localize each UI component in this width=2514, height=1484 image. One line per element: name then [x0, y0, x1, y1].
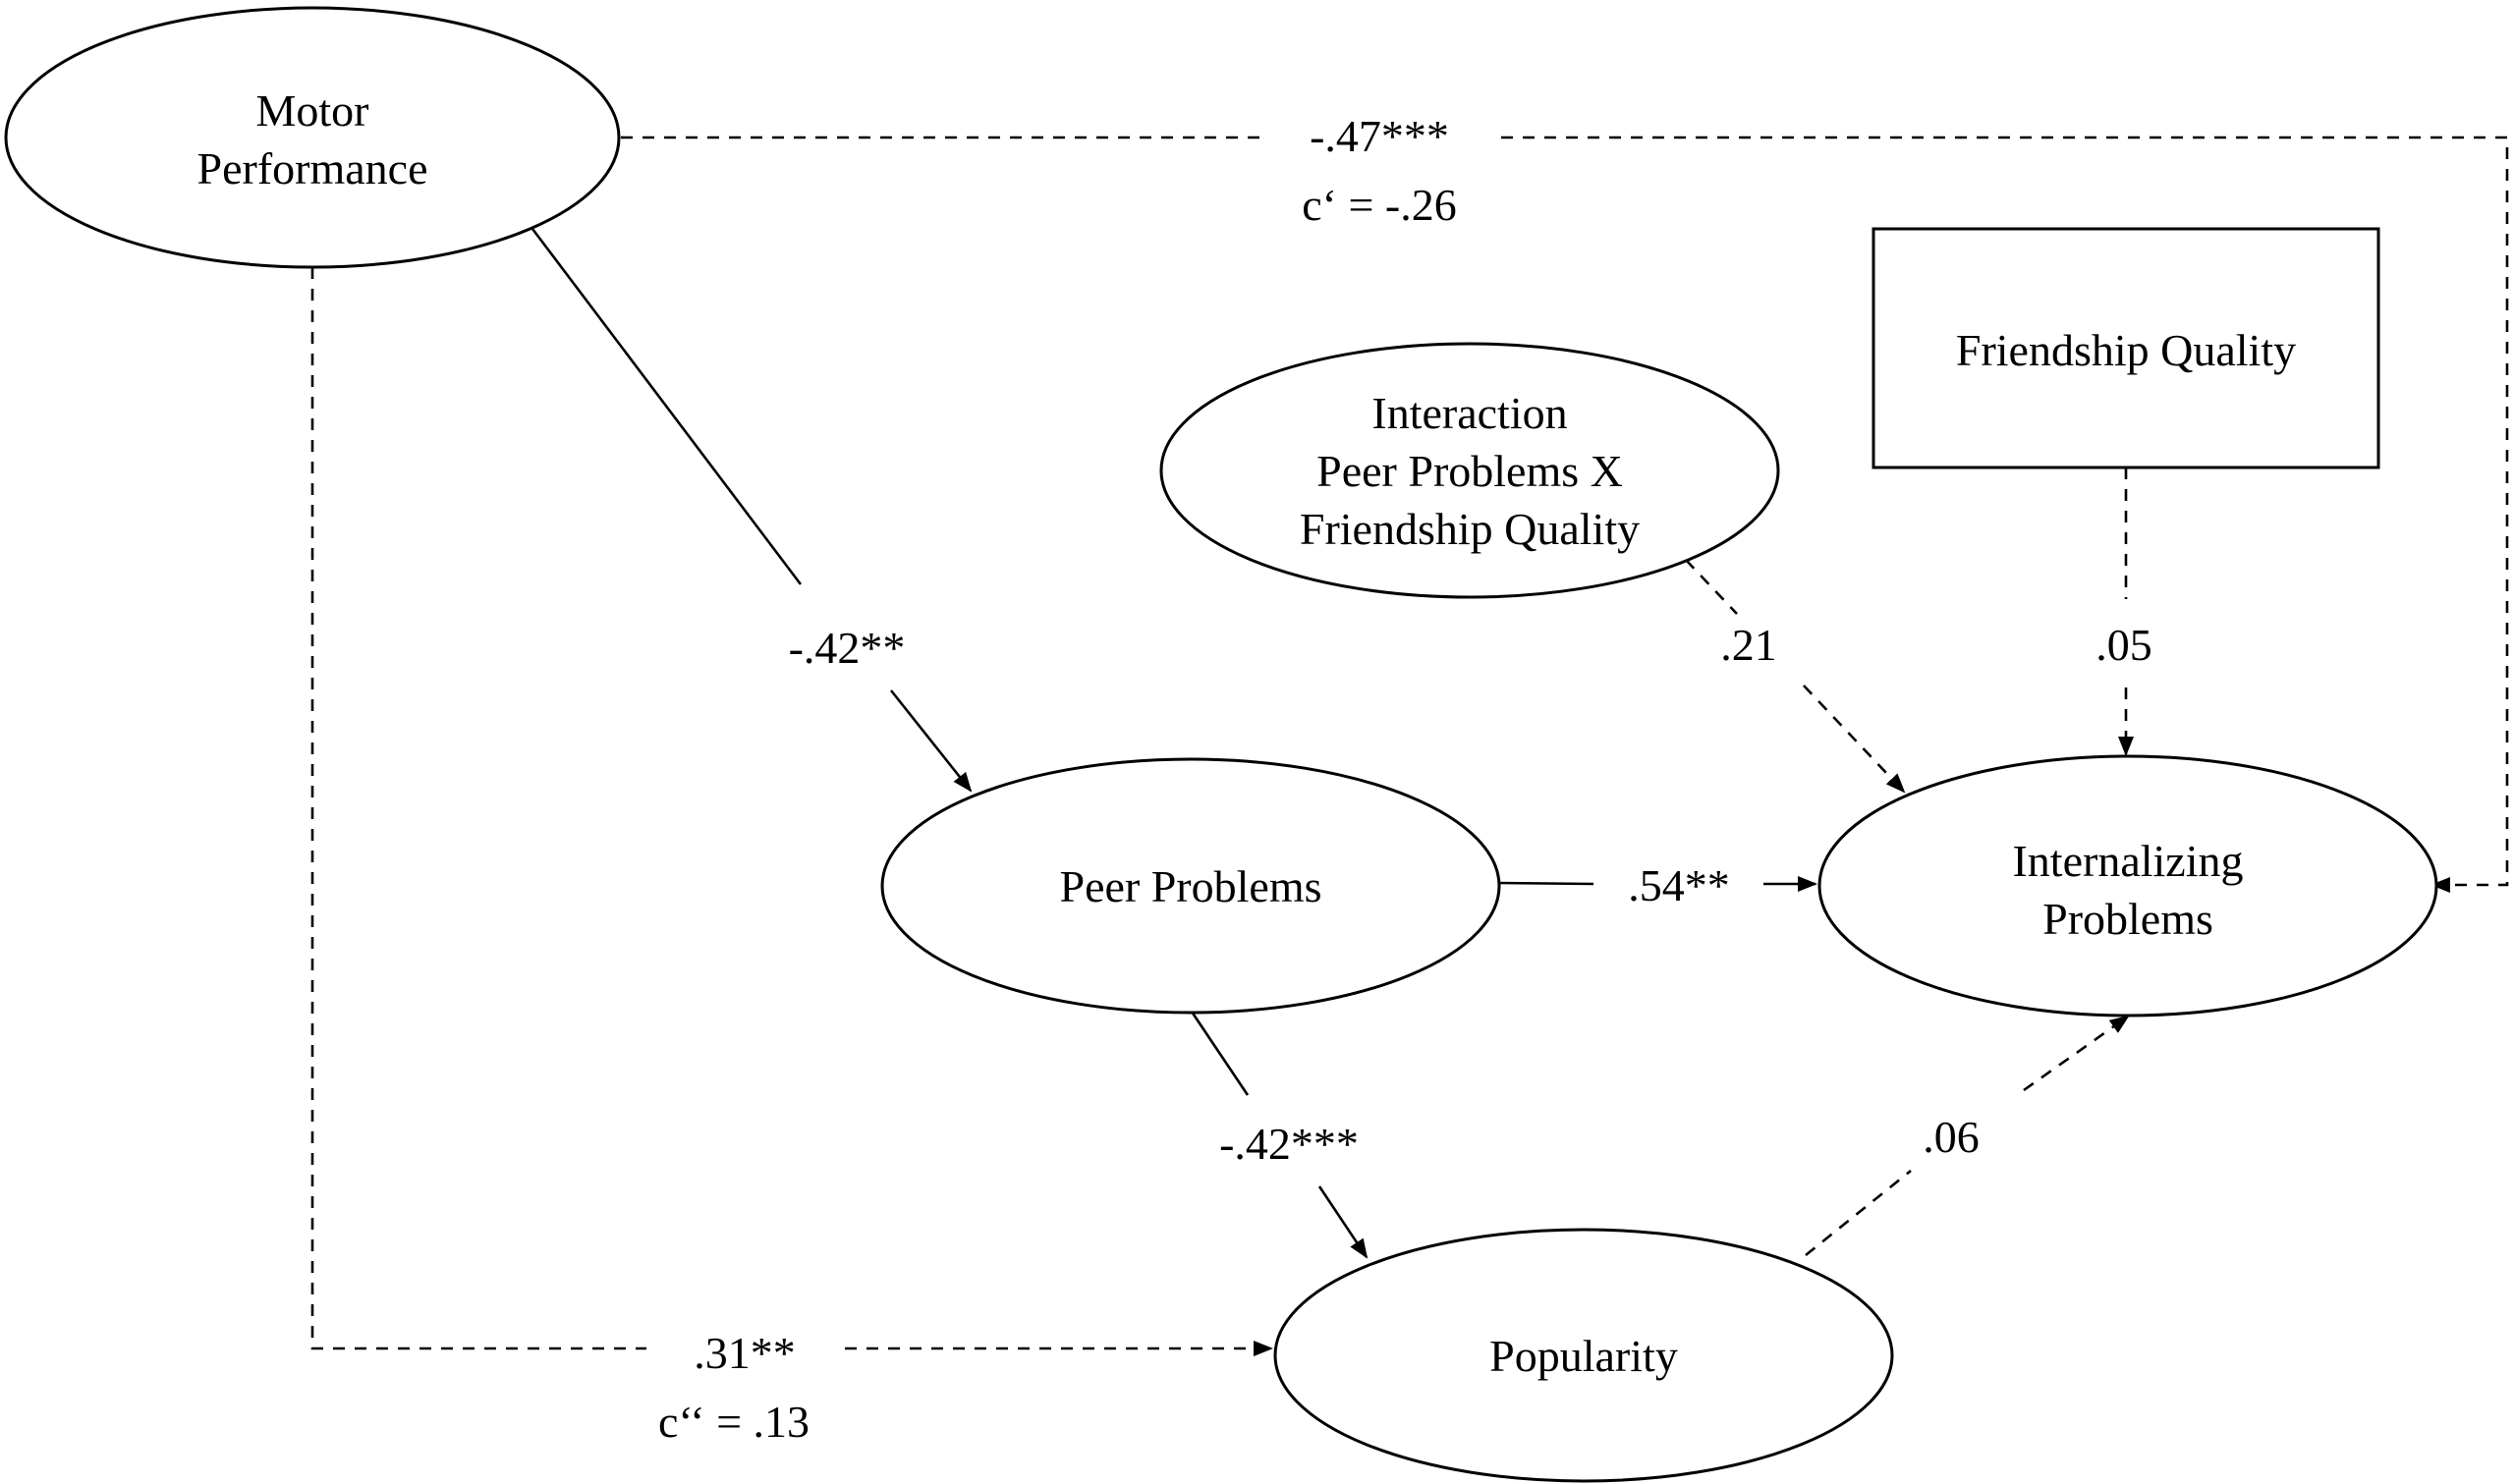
node-friendship-quality-shape [1872, 227, 2380, 469]
node-popularity-line-1: Popularity [1489, 1331, 1678, 1381]
node-interaction-line-2: Peer Problems X [1316, 446, 1623, 496]
coef-motor-popularity: .31** [694, 1328, 796, 1378]
node-peer-problems-line-1: Peer Problems [1059, 861, 1321, 911]
edge-friendship-to-internalizing: .05 [2095, 467, 2152, 756]
node-peer-problems: Peer Problems [880, 757, 1501, 1015]
edge-motor-popularity-segment-a [310, 267, 646, 1350]
node-internalizing-problems-line-2: Problems [2042, 894, 2213, 944]
node-interaction: Interaction Peer Problems X Friendship Q… [1159, 342, 1780, 599]
edge-peer-internalizing-segment-a [1496, 881, 1594, 886]
edge-peer-popularity-segment-a [1190, 1011, 1250, 1096]
coef-peer-popularity: -.42*** [1219, 1119, 1359, 1169]
edge-peer-popularity-segment-b [1317, 1185, 1369, 1259]
node-motor-performance-shape [4, 6, 621, 269]
node-interaction-line-3: Friendship Quality [1300, 504, 1640, 554]
edge-popularity-internalizing-segment-b [2023, 1015, 2130, 1092]
coef-motor-peer: -.42** [789, 623, 906, 673]
edge-peer-to-popularity: -.42*** [1190, 1011, 1369, 1259]
node-peer-problems-shape [880, 757, 1501, 1015]
edge-popularity-to-internalizing: .06 [1805, 1015, 2130, 1257]
node-popularity: Popularity [1273, 1228, 1894, 1483]
coef-popularity-internalizing: .06 [1923, 1112, 1980, 1162]
edge-interaction-internalizing-segment-b [1803, 685, 1906, 794]
node-internalizing-problems: Internalizing Problems [1817, 754, 2438, 1017]
node-interaction-shape [1159, 342, 1780, 599]
edge-peer-to-internalizing: .54** [1496, 860, 1817, 910]
edge-interaction-internalizing-segment-a [1685, 559, 1738, 615]
node-popularity-shape [1273, 1228, 1894, 1483]
coef-peer-internalizing: .54** [1628, 860, 1730, 910]
direct-effect-motor-internalizing: c‘ = -.26 [1302, 180, 1457, 230]
edge-motor-to-internalizing: -.47*** c‘ = -.26 [621, 111, 2509, 893]
edge-motor-peer-segment-a [531, 228, 803, 585]
node-motor-performance-line-1: Motor [256, 85, 369, 136]
edge-motor-to-popularity: .31** c‘‘ = .13 [310, 267, 1273, 1447]
coef-friendship-internalizing: .05 [2095, 620, 2152, 670]
edge-interaction-to-internalizing: .21 [1685, 559, 1906, 794]
node-internalizing-problems-shape [1817, 754, 2438, 1017]
node-friendship-quality-line-1: Friendship Quality [1956, 325, 2296, 375]
node-internalizing-problems-line-1: Internalizing [2012, 836, 2243, 886]
coef-interaction-internalizing: .21 [1720, 620, 1777, 670]
node-friendship-quality: Friendship Quality [1872, 227, 2380, 469]
coef-motor-internalizing: -.47*** [1310, 111, 1449, 161]
edge-motor-peer-segment-b [889, 689, 973, 793]
node-motor-performance-line-2: Performance [197, 143, 428, 193]
direct-effect-motor-popularity: c‘‘ = .13 [658, 1397, 810, 1447]
edge-popularity-internalizing-segment-a [1805, 1169, 1912, 1257]
edge-motor-to-peer: -.42** [531, 228, 973, 793]
edge-motor-internalizing-segment-b [1501, 136, 2509, 893]
node-motor-performance: Motor Performance [4, 6, 621, 269]
node-interaction-line-1: Interaction [1371, 388, 1567, 438]
